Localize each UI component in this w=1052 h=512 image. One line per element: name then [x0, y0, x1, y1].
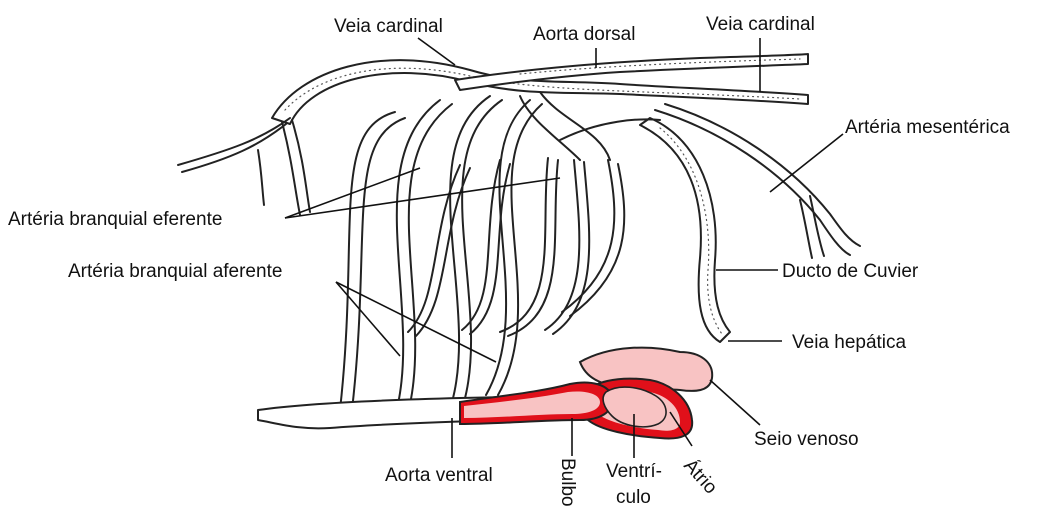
label-ventriculo-line1: Ventrí- [606, 461, 662, 482]
label-bulbo: Bulbo [557, 458, 578, 507]
label-atrio: Átrio [679, 455, 721, 498]
label-veia-cardinal-left: Veia cardinal [334, 16, 443, 37]
ducto-de-cuvier-vessel [560, 118, 730, 342]
arteria-mesenterica-vessel [655, 104, 860, 258]
label-ventriculo-line2: culo [616, 487, 651, 508]
label-veia-cardinal-right: Veia cardinal [706, 14, 815, 35]
label-arteria-branquial-eferente: Artéria branquial eferente [8, 209, 222, 230]
heart [460, 348, 712, 439]
label-aorta-ventral: Aorta ventral [385, 465, 493, 486]
label-veia-hepatica: Veia hepática [792, 332, 907, 353]
label-aorta-dorsal: Aorta dorsal [533, 24, 635, 45]
label-arteria-branquial-aferente: Artéria branquial aferente [68, 261, 282, 282]
label-seio-venoso: Seio venoso [754, 429, 859, 450]
label-arteria-mesenterica: Artéria mesentérica [845, 117, 1010, 138]
label-ducto-de-cuvier: Ducto de Cuvier [782, 261, 919, 282]
